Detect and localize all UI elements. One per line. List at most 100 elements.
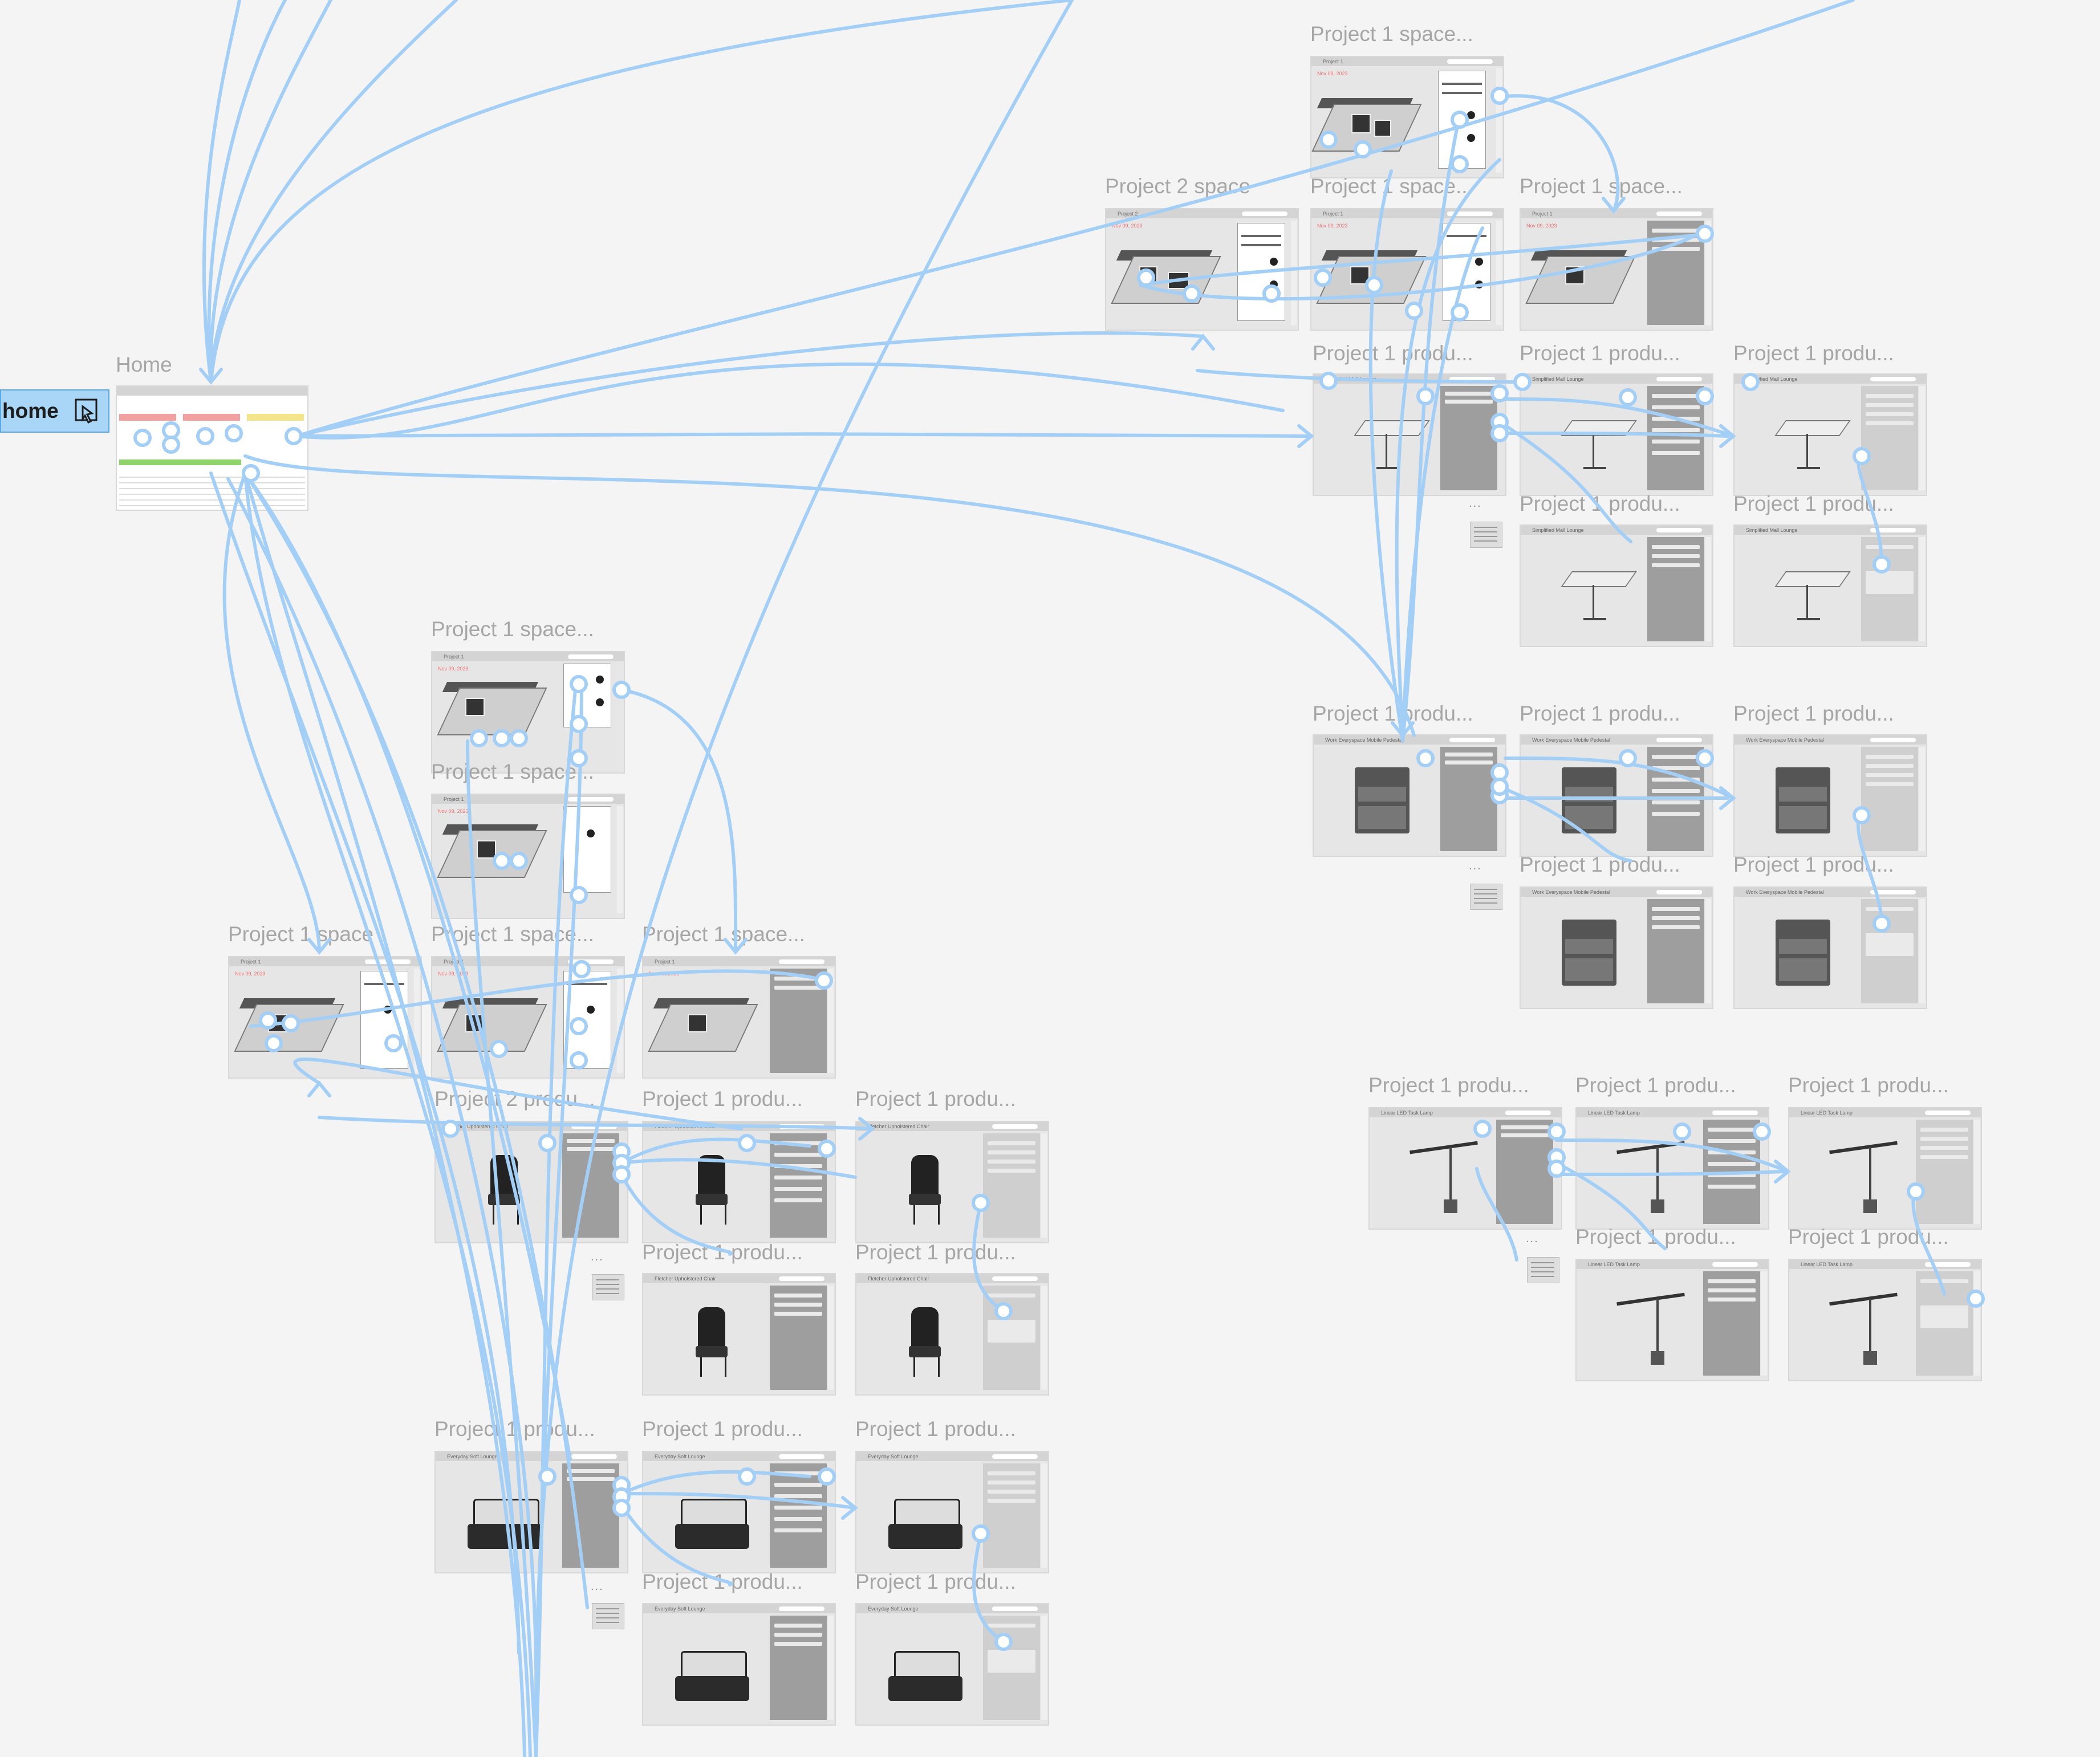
frame-title: Fletcher Upholstered Chair [655, 1124, 716, 1129]
frame-label-project1-space[interactable]: Project 1 space... [1310, 174, 1473, 198]
frame-product-desk[interactable]: Simplified Mall Lounge [1733, 524, 1927, 647]
frame-label-product[interactable]: Project 1 produ... [855, 1087, 1016, 1111]
frame-product-desk[interactable]: Simplified Mall Lounge [1520, 524, 1713, 647]
frame-title: Everyday Soft Lounge [868, 1454, 919, 1459]
connector-arrowhead [1774, 1160, 1791, 1183]
frame-label-product[interactable]: Project 1 produ... [1368, 1073, 1529, 1097]
frame-label-product[interactable]: Project 1 produ... [434, 1417, 595, 1441]
frame-label-product[interactable]: Project 1 produ... [1520, 853, 1680, 876]
frame-title: Work Everyspace Mobile Pedestal [1532, 889, 1610, 895]
frame-title: Work Everyspace Mobile Pedestal [1325, 737, 1403, 743]
frame-product-pedestal[interactable]: Work Everyspace Mobile Pedestal [1733, 734, 1927, 857]
connector-line[interactable] [243, 454, 1416, 737]
frame-label-project1-space[interactable]: Project 1 space... [431, 922, 594, 946]
frame-product-pedestal[interactable]: Work Everyspace Mobile Pedestal [1520, 886, 1713, 1009]
frame-title: Work Everyspace Mobile Pedestal [1746, 889, 1824, 895]
connector-line[interactable] [209, 0, 332, 384]
frame-label-product[interactable]: Project 1 produ... [1575, 1225, 1736, 1248]
frame-label-project1-space[interactable]: Project 1 space... [1310, 22, 1473, 46]
frame-title: Linear LED Task Lamp [1801, 1262, 1853, 1267]
frame-title: Everyday Soft Lounge [447, 1454, 498, 1459]
frame-project1-space[interactable]: Project 1 Nov 09, 2023 [642, 956, 836, 1079]
more-indicator: ... [591, 1251, 604, 1263]
frame-label-product[interactable]: Project 1 produ... [1520, 702, 1680, 725]
overlay-popup [592, 1274, 624, 1300]
frame-title: Project 1 [1323, 59, 1343, 64]
flow-starting-point[interactable]: home [0, 389, 109, 433]
frame-product-lounge[interactable]: Everyday Soft Lounge [434, 1451, 628, 1573]
connector-line[interactable] [222, 471, 321, 954]
frame-product-lounge[interactable]: Everyday Soft Lounge [855, 1603, 1049, 1726]
frame-project1-space[interactable]: Project 1 Nov 09, 2023 [431, 794, 625, 919]
frame-label-product[interactable]: Project 1 produ... [1788, 1073, 1949, 1097]
frame-label-project1-space[interactable]: Project 1 space... [1520, 174, 1683, 198]
frame-label-product[interactable]: Project 1 produ... [642, 1087, 803, 1111]
connector-line[interactable] [295, 432, 1313, 438]
frame-product-desk[interactable]: Simplified Mall Lounge [1313, 373, 1506, 496]
frame-product-pedestal[interactable]: Work Everyspace Mobile Pedestal [1520, 734, 1713, 857]
frame-product-lamp[interactable]: Linear LED Task Lamp [1575, 1259, 1769, 1381]
frame-product-lamp[interactable]: Linear LED Task Lamp [1788, 1107, 1982, 1230]
frame-label-product[interactable]: Project 1 produ... [1733, 702, 1894, 725]
frame-label-product[interactable]: Project 1 produ... [1313, 341, 1473, 365]
frame-title: Everyday Soft Lounge [655, 1606, 705, 1612]
frame-product-pedestal[interactable]: Work Everyspace Mobile Pedestal [1313, 734, 1506, 857]
frame-product-chair[interactable]: Fletcher Upholstered Chair [855, 1121, 1049, 1243]
frame-title: Fletcher Upholstered Chair [447, 1124, 509, 1129]
frame-label-project1-space[interactable]: Project 1 space... [431, 760, 594, 783]
frame-label-product[interactable]: Project 1 produ... [855, 1417, 1016, 1441]
frame-label-product[interactable]: Project 1 produ... [642, 1241, 803, 1264]
frame-product-chair[interactable]: Fletcher Upholstered Chair [855, 1273, 1049, 1396]
connector-line[interactable] [295, 331, 1205, 438]
frame-label-product[interactable]: Project 1 produ... [1788, 1225, 1949, 1248]
frame-project1-space[interactable]: Project 1 Nov 09, 2023 [431, 956, 625, 1079]
frame-product-lamp[interactable]: Linear LED Task Lamp [1368, 1107, 1562, 1230]
frame-project2-space[interactable]: Project 2 Nov 09, 2023 [1105, 208, 1299, 331]
frame-label-product[interactable]: Project 1 produ... [1520, 492, 1680, 515]
frame-label-product[interactable]: Project 1 produ... [1733, 341, 1894, 365]
frame-product-lamp[interactable]: Linear LED Task Lamp [1788, 1259, 1982, 1381]
frame-date: Nov 09, 2023 [1317, 71, 1348, 76]
frame-label-home[interactable]: Home [116, 353, 172, 376]
frame-label-product[interactable]: Project 1 produ... [1733, 492, 1894, 515]
frame-home[interactable] [116, 385, 308, 511]
connector-line[interactable] [209, 0, 458, 384]
frame-product-chair[interactable]: Fletcher Upholstered Chair [642, 1273, 836, 1396]
frame-product-lamp[interactable]: Linear LED Task Lamp [1575, 1107, 1769, 1230]
frame-label-product[interactable]: Project 1 produ... [1520, 341, 1680, 365]
frame-product-desk[interactable]: Simplified Mall Lounge [1520, 373, 1713, 496]
frame-project1-space[interactable]: Project 1 Nov 09, 2023 [431, 651, 625, 774]
frame-label-product[interactable]: Project 1 produ... [642, 1570, 803, 1593]
frame-product-lounge[interactable]: Everyday Soft Lounge [642, 1603, 836, 1726]
play-frame-icon[interactable] [75, 398, 98, 424]
frame-label-project1-space[interactable]: Project 1 space... [642, 922, 805, 946]
frame-label-product[interactable]: Project 1 produ... [1575, 1073, 1736, 1097]
frame-project1-space[interactable]: Project 1 Nov 09, 2023 [228, 956, 422, 1079]
frame-project1-space[interactable]: Project 1 Nov 09, 2023 [1520, 208, 1713, 331]
frame-product-lounge[interactable]: Everyday Soft Lounge [642, 1451, 836, 1573]
frame-label-product[interactable]: Project 1 produ... [855, 1241, 1016, 1264]
frame-project1-space[interactable]: Project 1 Nov 09, 2023 [1310, 208, 1504, 331]
frame-product-chair[interactable]: Fletcher Upholstered Chair [434, 1121, 628, 1243]
connector-line[interactable] [209, 0, 1074, 384]
frame-label-project2-space[interactable]: Project 2 space [1105, 174, 1251, 198]
connector-line[interactable] [207, 0, 287, 384]
connector-line[interactable] [620, 688, 738, 954]
connector-line[interactable] [295, 362, 1285, 440]
frame-label-product[interactable]: Project 2 produ... [434, 1087, 595, 1111]
frame-label-product[interactable]: Project 1 produ... [1733, 853, 1894, 876]
frame-label-product[interactable]: Project 1 produ... [855, 1570, 1016, 1593]
frame-product-chair[interactable]: Fletcher Upholstered Chair [642, 1121, 836, 1243]
frame-title: Work Everyspace Mobile Pedestal [1532, 737, 1610, 743]
frame-date: Nov 09, 2023 [1526, 223, 1557, 229]
frame-label-project1-space[interactable]: Project 1 space... [431, 617, 594, 641]
frame-product-desk[interactable]: Simplified Mall Lounge [1733, 373, 1927, 496]
frame-label-project1-space[interactable]: Project 1 space [228, 922, 374, 946]
frame-title: Project 1 [655, 959, 675, 965]
frame-product-lounge[interactable]: Everyday Soft Lounge [855, 1451, 1049, 1573]
frame-product-pedestal[interactable]: Work Everyspace Mobile Pedestal [1733, 886, 1927, 1009]
frame-project1-space[interactable]: Project 1 Nov 09, 2023 [1310, 56, 1504, 178]
frame-label-product[interactable]: Project 1 produ... [642, 1417, 803, 1441]
frame-label-product[interactable]: Project 1 produ... [1313, 702, 1473, 725]
connector-line[interactable] [202, 0, 241, 384]
